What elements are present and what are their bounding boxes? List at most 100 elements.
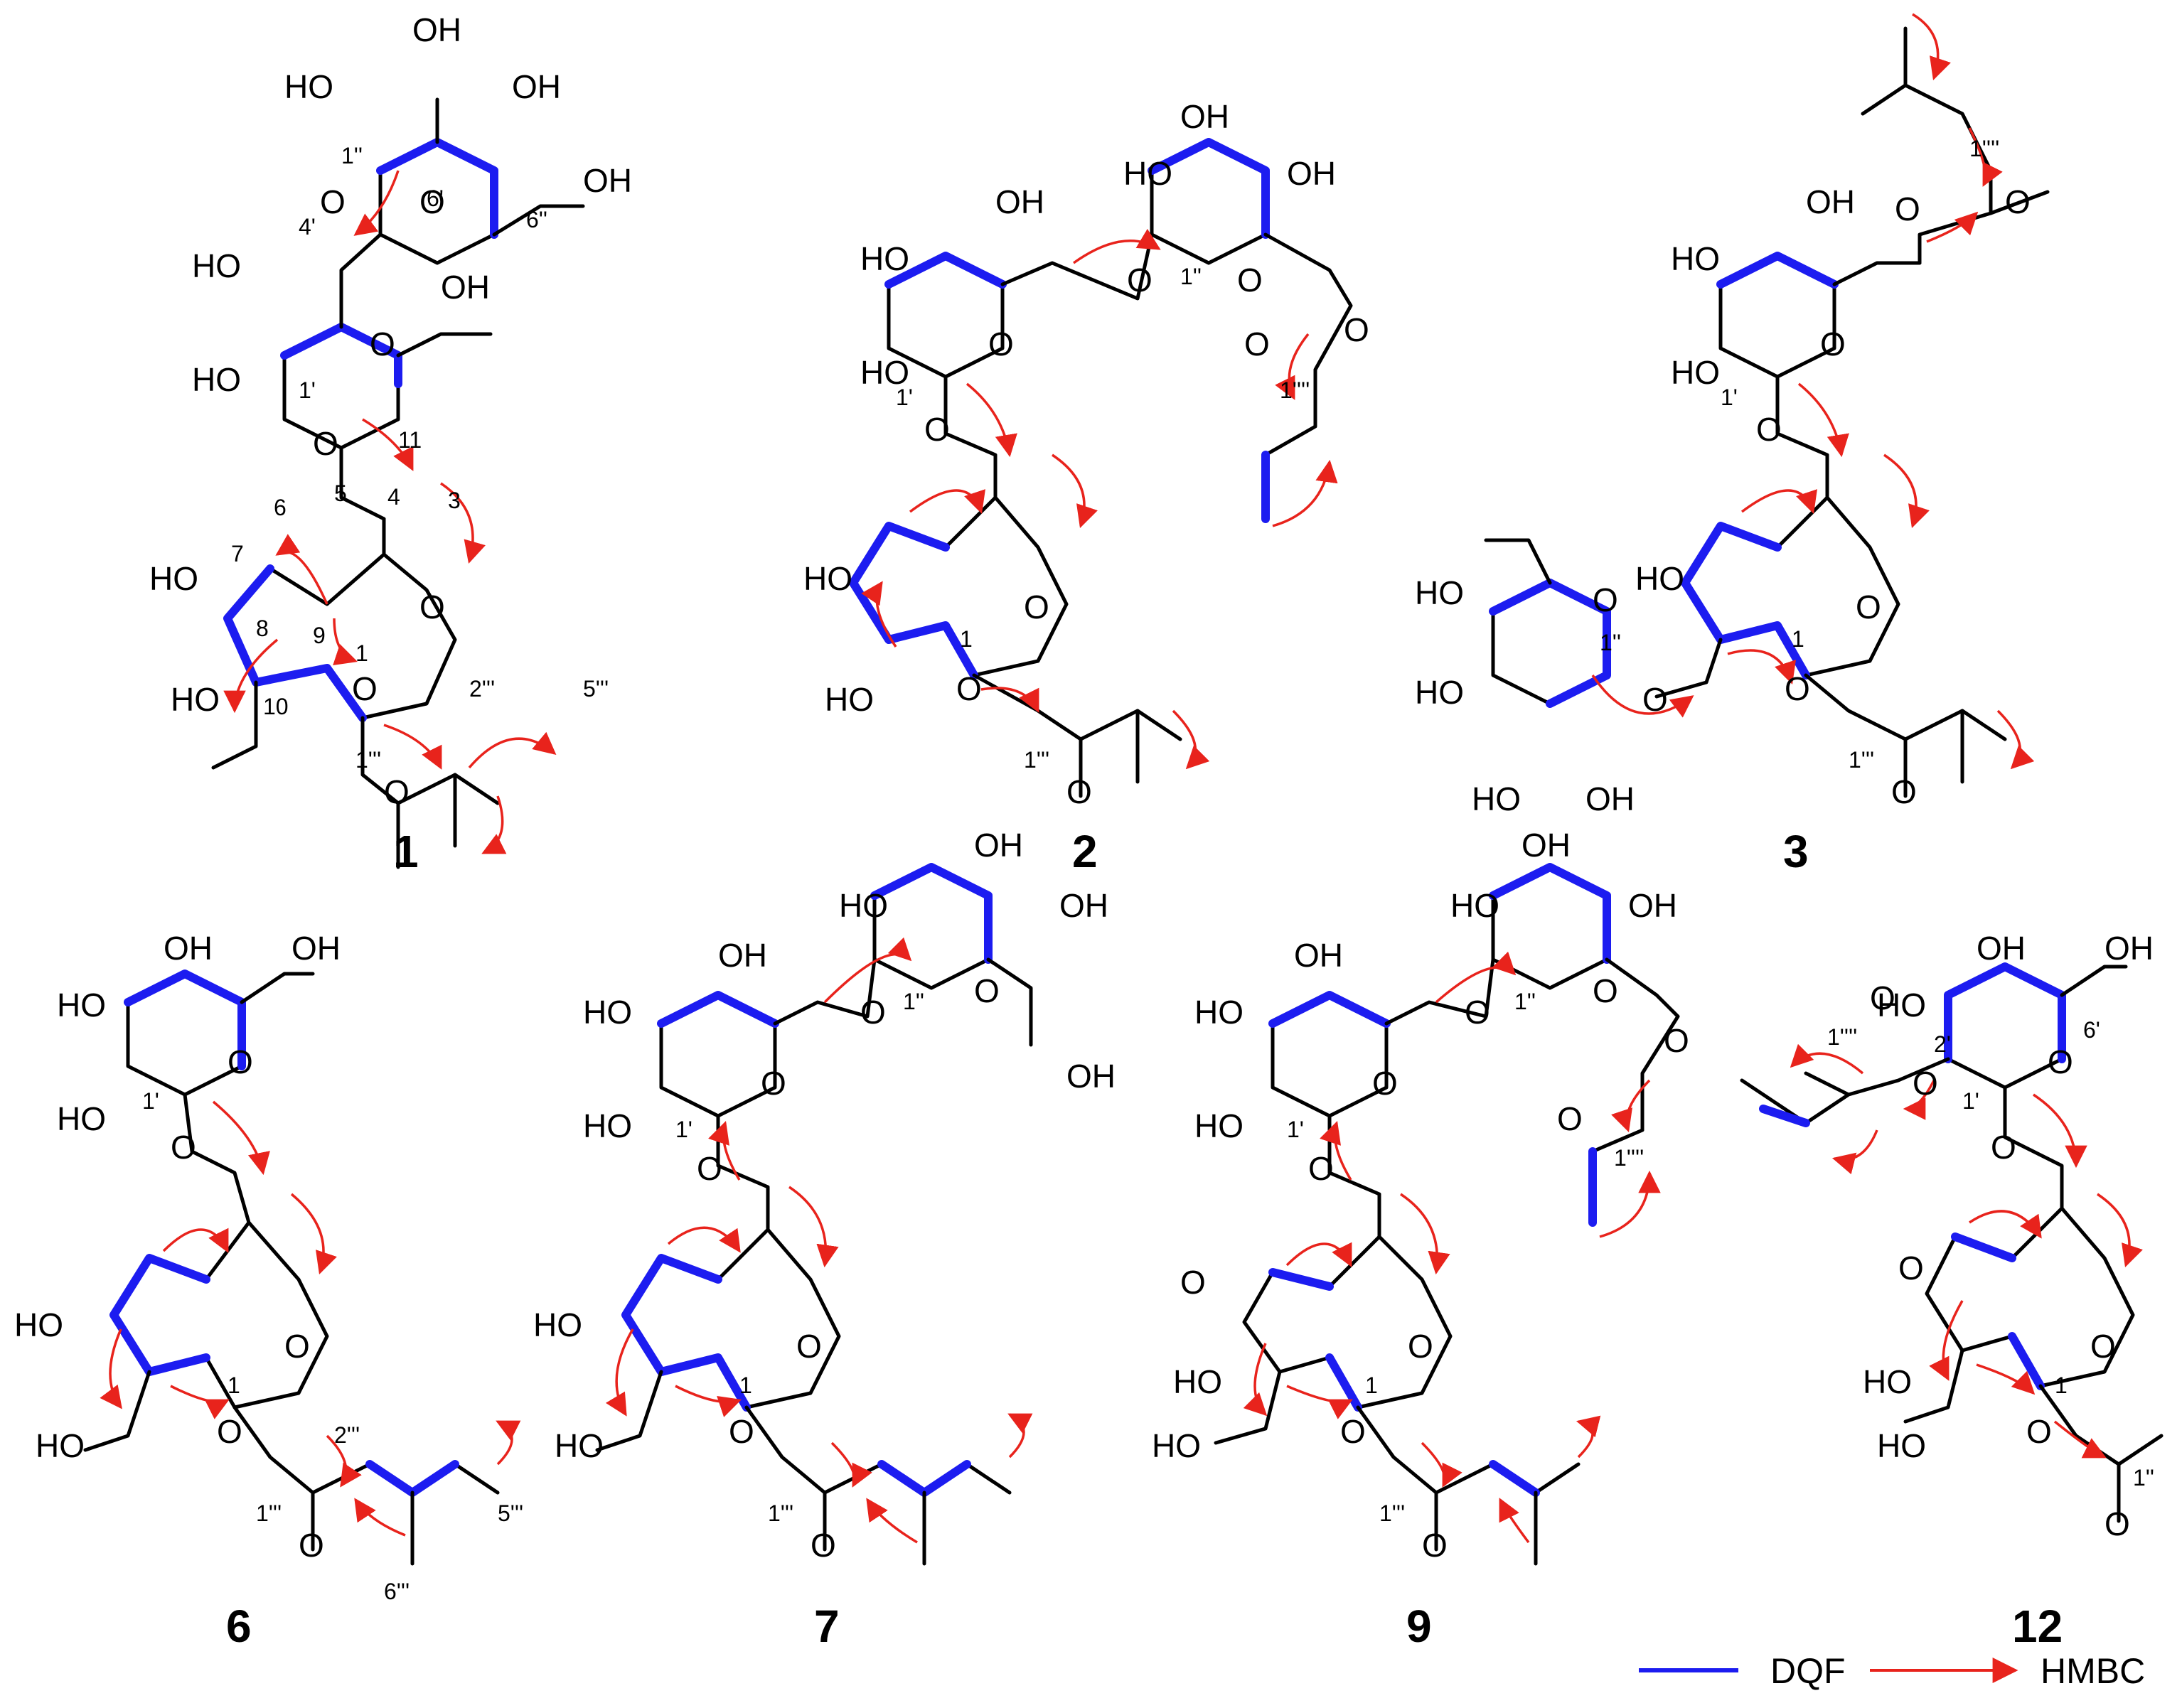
c3-o-9: O: [1891, 773, 1917, 810]
compound-label-6: 6: [226, 1601, 252, 1652]
c12-o-1: O: [1870, 979, 1895, 1016]
c9-loc-1: 1: [1365, 1373, 1378, 1398]
c1-loc-4p: 4': [299, 214, 316, 240]
compound-label-1: 1: [393, 826, 419, 877]
compound-7: OH HO OH OH O O HO OH HO O O HO O HO O O…: [533, 827, 1116, 1652]
c2-loc-1p: 1': [896, 385, 913, 410]
c6-loc-2ppp: 2''': [334, 1422, 360, 1448]
c1-oh-6: OH: [441, 269, 490, 306]
c1-ho-2: HO: [284, 68, 333, 105]
c1-o-ring2: O: [370, 326, 395, 362]
c1-loc-6p: 6': [427, 186, 444, 211]
c6-o-1: O: [228, 1043, 253, 1080]
c1-o-carbonyl: O: [384, 773, 410, 810]
c7-oh-4: OH: [718, 937, 767, 974]
c6-loc-1p: 1': [142, 1088, 159, 1114]
c2-ho-8: HO: [825, 681, 874, 718]
c7-oh-1: OH: [974, 827, 1023, 864]
c9-ho-6: HO: [1194, 1107, 1244, 1144]
c1-loc-1p: 1': [299, 377, 316, 403]
c2-o-8: O: [956, 670, 982, 707]
c3-loc-1ppp: 1''': [1849, 747, 1874, 773]
c9-ho-7: HO: [1173, 1363, 1222, 1400]
c1-loc-5: 5: [334, 480, 347, 506]
compound-label-7: 7: [814, 1601, 840, 1652]
c12-oh-1: OH: [1977, 930, 2026, 967]
c12-o-6: O: [2090, 1328, 2116, 1365]
c3-o-5: O: [1856, 589, 1881, 625]
c2-o-4: O: [1244, 326, 1270, 362]
c9-oh-3: OH: [1628, 887, 1677, 924]
c3-ho-5: HO: [1415, 574, 1464, 611]
c3-ho-3: HO: [1671, 354, 1720, 391]
c7-ho-7: HO: [583, 1107, 632, 1144]
c2-oh-1: OH: [1180, 98, 1229, 135]
c2-o-6: O: [924, 411, 950, 448]
c7-o-7: O: [811, 1527, 836, 1564]
c9-loc-1pppp: 1'''': [1614, 1145, 1644, 1171]
c12-ho-3: HO: [1877, 987, 1926, 1024]
c6-ho-6: HO: [36, 1427, 85, 1464]
c12-ho-4: HO: [1863, 1363, 1912, 1400]
c1-loc-6pp: 6'': [526, 207, 547, 232]
compound-12: OH OH HO O O O O O O HO HO O O 6' 1'''' …: [1740, 930, 2164, 1652]
c3-ho-4: HO: [1635, 560, 1684, 597]
compound-6: OH OH HO O HO O HO O HO O O 1' 1 2''' 5'…: [14, 930, 523, 1652]
c1-loc-1ppp: 1''': [355, 747, 381, 773]
c1-loc-10: 10: [263, 694, 289, 719]
c7-o-4: O: [697, 1150, 722, 1187]
c6-ho-5: HO: [14, 1306, 63, 1343]
c1-loc-1: 1: [355, 640, 368, 666]
c6-loc-1: 1: [228, 1373, 240, 1398]
c1-loc-8: 8: [256, 616, 269, 641]
c6-oh-1: OH: [164, 930, 213, 967]
c1-ho-5: HO: [192, 247, 241, 284]
c1-loc-2ppp: 2''': [469, 676, 495, 702]
c3-oh-1: OH: [1806, 183, 1855, 220]
c6-o-2: O: [171, 1129, 196, 1166]
c1-ho-8: HO: [149, 560, 198, 597]
c1-o-link2: O: [313, 425, 338, 462]
compound-1: OH HO OH OH O O HO OH O HO O HO O HO O O…: [149, 11, 632, 877]
c7-o-6: O: [729, 1413, 754, 1450]
c2-ho-2: HO: [1123, 155, 1172, 192]
c2-loc-1ppp: 1''': [1024, 747, 1049, 773]
c9-loc-1pp: 1'': [1514, 989, 1536, 1014]
c12-o-5: O: [1898, 1250, 1924, 1287]
c2-o-7: O: [1024, 589, 1049, 625]
c7-ho-2: HO: [839, 887, 888, 924]
c9-o-8: O: [1408, 1328, 1433, 1365]
c9-o-1: O: [1465, 994, 1490, 1031]
c1-ho-9: HO: [171, 681, 220, 718]
c1-o-ring1: O: [419, 183, 445, 220]
c7-loc-1p: 1': [675, 1117, 692, 1142]
c2-oh-4: OH: [995, 183, 1044, 220]
c6-loc-6ppp: 6''': [384, 1579, 410, 1604]
c9-o-4: O: [1372, 1065, 1398, 1102]
c6-loc-1ppp: 1''': [256, 1500, 282, 1526]
c1-loc-1pp: 1'': [341, 143, 363, 168]
c3-oh-8: OH: [1585, 780, 1635, 817]
c1-loc-9: 9: [313, 623, 326, 648]
c2-o-5: O: [988, 326, 1014, 362]
c3-o-7: O: [1642, 681, 1668, 718]
c7-o-3: O: [761, 1065, 786, 1102]
c2-loc-1: 1: [960, 626, 973, 652]
c2-o-1: O: [1127, 262, 1152, 299]
c2-loc-1pp: 1'': [1180, 264, 1202, 289]
compound-9: OH HO OH OH O O HO O HO O O O O O HO HO …: [1152, 827, 1689, 1652]
c9-o-2: O: [1593, 972, 1618, 1009]
c9-oh-1: OH: [1521, 827, 1571, 864]
c3-o-3: O: [1820, 326, 1846, 362]
legend-dqf-label: DQF: [1770, 1651, 1846, 1691]
c1-loc-7: 7: [231, 541, 244, 566]
c9-loc-1ppp: 1''': [1379, 1500, 1405, 1526]
c2-o-2: O: [1237, 262, 1263, 299]
c7-o-5: O: [796, 1328, 822, 1365]
c2-o-9: O: [1066, 773, 1092, 810]
c2-ho-6: HO: [860, 354, 909, 391]
c1-oh-4: OH: [583, 162, 632, 199]
c3-o-2: O: [2005, 183, 2031, 220]
c12-loc-1: 1: [2055, 1373, 2068, 1398]
